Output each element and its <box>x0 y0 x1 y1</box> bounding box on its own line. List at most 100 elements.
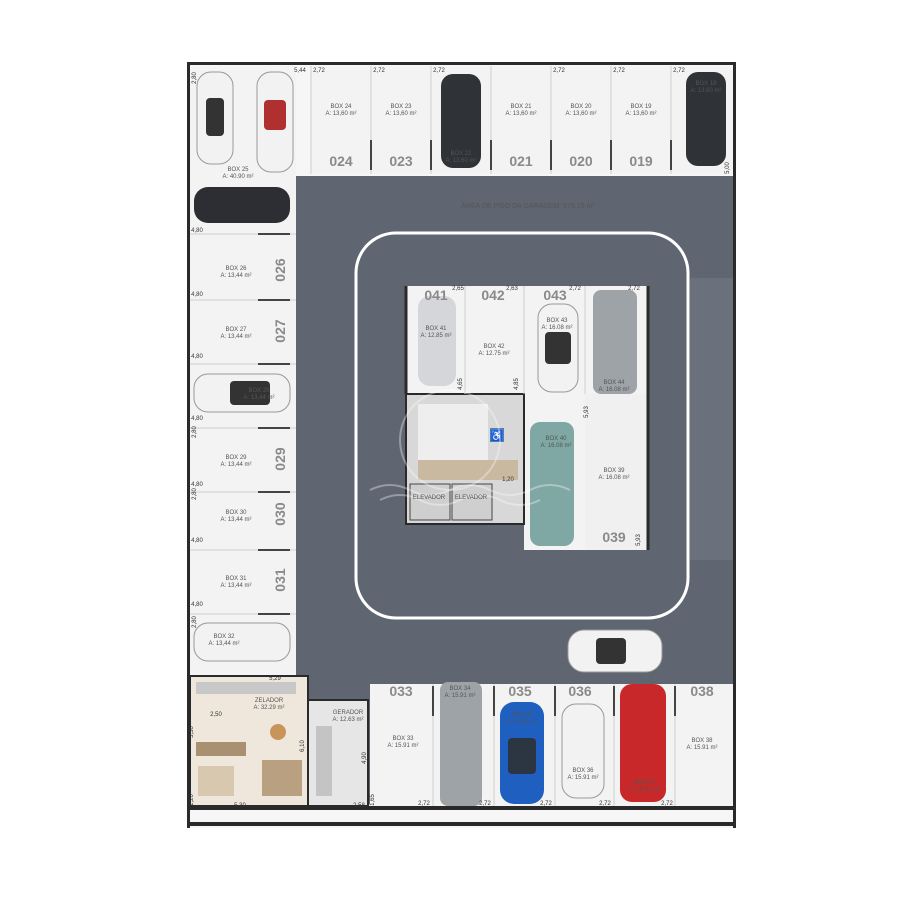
car-dark <box>441 74 481 168</box>
dimension-1: 2,72 <box>313 68 325 74</box>
box-number-b33: 033 <box>389 683 413 699</box>
accessibility-icon <box>490 428 504 442</box>
zelador-area: A: 32.29 m² <box>253 705 284 711</box>
box-area-b26: A: 13,44 m² <box>220 273 251 279</box>
box-area-b36: A: 15.91 m² <box>567 775 598 781</box>
box-label-b21: BOX 21 <box>510 104 532 110</box>
box-area-b30: A: 13,44 m² <box>220 517 251 523</box>
box-label-b39: BOX 39 <box>603 468 625 474</box>
box-number-b29: 029 <box>272 447 288 471</box>
box-number-b31: 031 <box>272 568 288 592</box>
box-area-b23: A: 13,60 m² <box>385 111 416 117</box>
car-pickup-2 <box>440 682 482 806</box>
dimension-40: 3,30 <box>189 726 195 738</box>
box-label-b31: BOX 31 <box>225 576 247 582</box>
box-area-b28: A: 13,44 m² <box>243 395 274 401</box>
dimension-38: 1,20 <box>502 477 514 483</box>
dimension-21: 2,72 <box>569 286 581 292</box>
dimension-6: 2,72 <box>673 68 685 74</box>
car-dark-left <box>194 187 290 223</box>
box-area-b22: A: 13,60 m² <box>445 158 476 164</box>
box-area-b19: A: 13,60 m² <box>625 111 656 117</box>
dimension-13: 4,80 <box>191 538 203 544</box>
dimension-34: 2,72 <box>479 801 491 807</box>
dimension-15: 2,80 <box>192 72 198 84</box>
box-label-b27: BOX 27 <box>225 327 247 333</box>
box-label-b24: BOX 24 <box>330 104 352 110</box>
dimension-14: 4,80 <box>191 602 203 608</box>
dimension-36: 2,72 <box>599 801 611 807</box>
box-label-b18: BOX 18 <box>695 81 717 87</box>
box-label-b40: BOX 40 <box>545 436 567 442</box>
bottom-wall <box>187 806 736 810</box>
dimension-9: 4,80 <box>191 292 203 298</box>
car-dark-2 <box>686 72 726 166</box>
box-label-b43: BOX 43 <box>546 318 568 324</box>
box-label-b30: BOX 30 <box>225 510 247 516</box>
box-number-b41: 041 <box>424 287 448 303</box>
watermark-logo <box>369 389 571 506</box>
gerador-label: GERADOR <box>333 710 364 716</box>
garage-area-label: ÁREA DE PISO DA GARAGEM: 678.15 m² <box>461 201 595 210</box>
dimension-25: 5,93 <box>584 406 590 418</box>
box-number-b39: 039 <box>602 529 626 545</box>
bottom-row <box>370 684 736 806</box>
service-rooms <box>189 675 369 807</box>
box-label-b42: BOX 42 <box>483 344 505 350</box>
box-area-b18: A: 13,60 m² <box>690 88 721 94</box>
box-area-b34: A: 15.91 m² <box>444 693 475 699</box>
dimension-17: 2,80 <box>192 488 198 500</box>
dimension-22: 2,72 <box>628 286 640 292</box>
elevator-label-1: ELEVADOR <box>413 495 446 501</box>
dimension-10: 4,80 <box>191 354 203 360</box>
car-teal <box>530 422 574 546</box>
dimension-4: 2,72 <box>553 68 565 74</box>
box-number-b19: 019 <box>629 153 653 169</box>
gerador-area: A: 12.63 m² <box>332 717 363 723</box>
box-area-b32: A: 13,44 m² <box>208 641 239 647</box>
left-wall <box>187 62 190 828</box>
dimension-23: 4,65 <box>458 378 464 390</box>
box-area-b42: A: 12.75 m² <box>478 351 509 357</box>
box-number-b38: 038 <box>690 683 714 699</box>
dimension-33: 2,72 <box>418 801 430 807</box>
box-area-b35: A: 15.91 m² <box>506 719 537 725</box>
box-label-b36: BOX 36 <box>572 768 594 774</box>
dimension-28: 2,50 <box>210 712 222 718</box>
central-island: ♿ <box>404 286 650 550</box>
box-area-b38: A: 15.91 m² <box>686 745 717 751</box>
zelador-label: ZELADOR <box>255 698 284 704</box>
box-label-b22: BOX 22 <box>450 151 472 157</box>
box-label-b29: BOX 29 <box>225 455 247 461</box>
box-area-b43: A: 16.08 m² <box>541 325 572 331</box>
dimension-30: 6,10 <box>300 740 306 752</box>
box-area-b29: A: 13,44 m² <box>220 462 251 468</box>
box-label-b25: BOX 25 <box>227 167 249 173</box>
box-area-b25: A: 40.90 m² <box>222 174 253 180</box>
dimension-31: 4,90 <box>362 752 368 764</box>
box-number-b35: 035 <box>508 683 532 699</box>
box-label-b28: BOX 28 <box>248 388 270 394</box>
box-number-b36: 036 <box>568 683 592 699</box>
box-label-b37: BOX 37 <box>634 780 656 786</box>
car-white-bottom <box>561 703 605 799</box>
box-number-b42: 042 <box>481 287 505 303</box>
dimension-37: 2,72 <box>661 801 673 807</box>
dimension-2: 2,72 <box>373 68 385 74</box>
box-area-b31: A: 13,44 m² <box>220 583 251 589</box>
dimension-29: 5,30 <box>234 803 246 809</box>
box-area-b44: A: 16.08 m² <box>598 387 629 393</box>
car-red <box>620 684 666 802</box>
box-label-b19: BOX 19 <box>630 104 652 110</box>
bottom-wall-outer <box>187 822 736 826</box>
left-column <box>190 174 296 674</box>
dimension-27: 5,29 <box>269 676 281 682</box>
dimension-18: 2,80 <box>192 616 198 628</box>
box-label-b41: BOX 41 <box>425 326 447 332</box>
car-white-left-2 <box>193 622 291 662</box>
box-label-b44: BOX 44 <box>603 380 625 386</box>
box-number-b27: 027 <box>272 319 288 343</box>
box-label-b23: BOX 23 <box>390 104 412 110</box>
